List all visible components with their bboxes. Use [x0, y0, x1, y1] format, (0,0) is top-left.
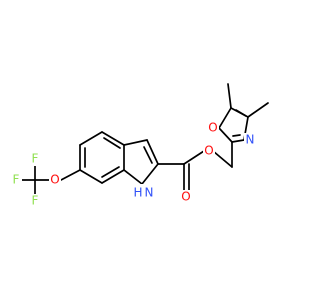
label-bg-f-bottom	[29, 194, 41, 208]
ether-oxygen-label: O	[50, 173, 59, 187]
bond-oxazole-2	[218, 107, 232, 129]
bond-pyrrole-3	[141, 163, 159, 185]
label-bg-nh	[130, 184, 154, 200]
indole-h-label: H	[133, 186, 142, 200]
label-bg-o-carbonyl	[180, 190, 192, 204]
indole-n-label: N	[145, 186, 154, 200]
bond-oxazole-5-inner	[232, 134, 241, 137]
bond-oxazole-1	[218, 127, 233, 143]
fluorine-left-label: F	[13, 173, 20, 187]
oxazole-oxygen-label: O	[208, 121, 217, 135]
bond-oxazole-5	[231, 139, 245, 143]
label-bg-f-top	[29, 152, 41, 166]
label-bg-o-oxazole	[207, 121, 219, 135]
bond-benzene-3	[101, 131, 125, 146]
ester-oxygen-label: O	[204, 144, 213, 158]
label-bg-f-left	[10, 173, 22, 187]
bond-pyrrole-1	[123, 139, 148, 146]
carbonyl-oxygen-label: O	[181, 190, 190, 204]
bond-pyrrole-2	[146, 139, 159, 165]
fluorine-bottom-label: F	[32, 194, 39, 208]
bond-o-aromatic	[60, 169, 81, 181]
bond-pyrrole-2-inner	[143, 146, 153, 164]
atom-labels: F F F O H N O O O N	[10, 121, 256, 208]
bond-benzene-5-inner	[101, 166, 120, 178]
label-bg-o-ether	[49, 173, 61, 187]
label-bg-n-oxazole	[244, 133, 256, 147]
bond-benzene-5	[101, 169, 125, 184]
oxazole-nitrogen-label: N	[246, 133, 255, 147]
bond-benzene-6	[79, 169, 103, 184]
bond-benzene-3-inner	[103, 137, 121, 149]
label-bg-o-ester	[203, 144, 215, 158]
fluorine-top-label: F	[32, 152, 39, 166]
bond-pyrrole-4	[123, 169, 143, 185]
bond-methyl-right	[247, 102, 269, 118]
bond-methyl-top	[227, 83, 232, 109]
molecule-svg: F F F O H N O O O N	[10, 83, 269, 208]
bond-benzene-2	[79, 131, 103, 146]
bond-carbonyl-ester-o	[183, 150, 205, 165]
bond-oxazole-3-inner	[235, 109, 247, 117]
bond-ester-o-ch2	[212, 150, 233, 168]
bonds	[19, 83, 269, 201]
structure-diagram: F F F O H N O O O N	[10, 83, 269, 208]
